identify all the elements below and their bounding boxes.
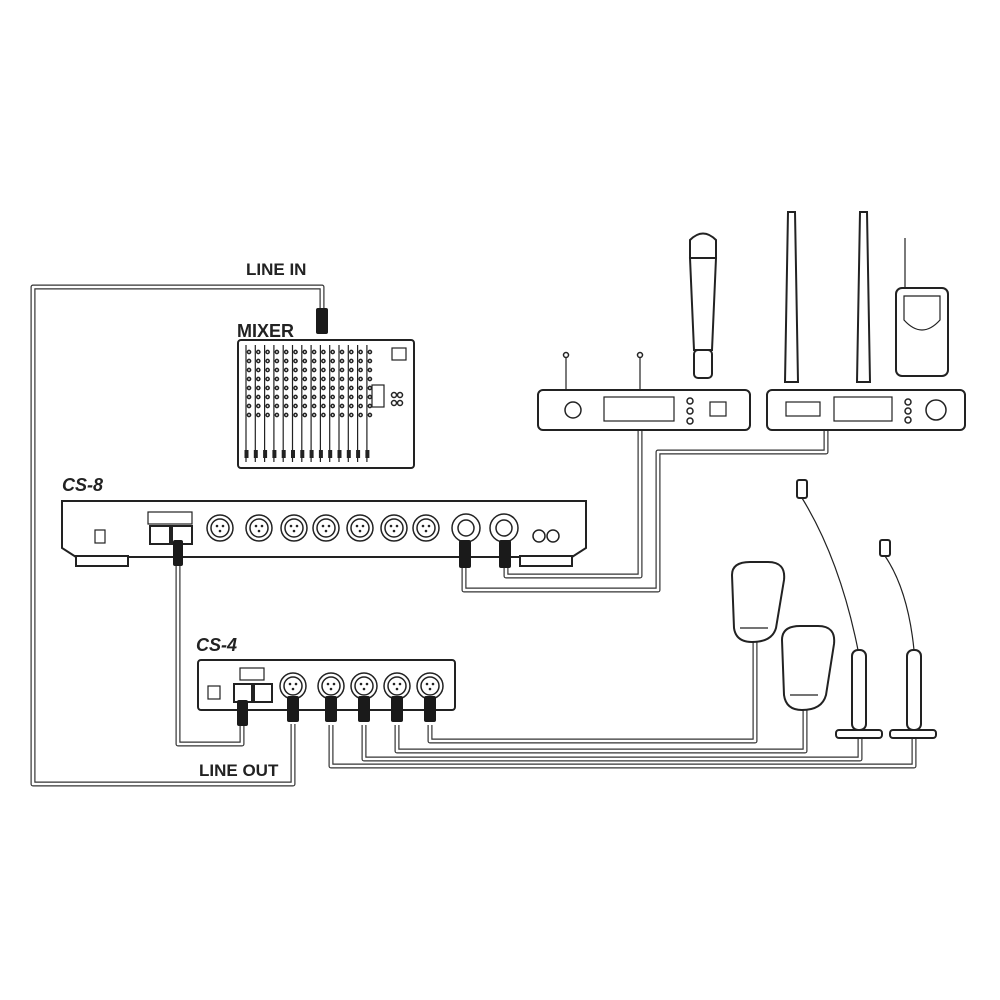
wireless-receiver-1 bbox=[537, 351, 751, 431]
xlr-plug bbox=[391, 696, 403, 722]
mixer-channel-strips bbox=[244, 345, 373, 462]
cable-gooseneck-2 bbox=[328, 725, 917, 769]
mixer-channel-strip bbox=[244, 345, 252, 462]
xlr-connector-icon bbox=[280, 514, 308, 542]
xlr-connector-icon bbox=[380, 514, 408, 542]
antenna-icon bbox=[855, 211, 872, 383]
xlr-plug bbox=[358, 696, 370, 722]
antenna-icon bbox=[783, 211, 800, 383]
xlr-plug bbox=[424, 696, 436, 722]
cs8-combo-plug-2 bbox=[499, 540, 511, 568]
xlr-connector-icon bbox=[312, 514, 340, 542]
cable-receiver2-cs8 bbox=[461, 430, 829, 593]
xlr-connector-icon bbox=[412, 514, 440, 542]
xlr-connector-icon bbox=[317, 672, 345, 722]
cs4-unit bbox=[197, 659, 456, 726]
cs8-link-plug bbox=[173, 540, 183, 566]
cs8-unit bbox=[61, 500, 587, 568]
xlr-plug bbox=[325, 696, 337, 722]
mixer-channel-strip bbox=[309, 345, 317, 462]
boundary-microphone-icon bbox=[780, 625, 836, 712]
cs4-xlr-inputs bbox=[279, 672, 444, 722]
line-in-label: LINE IN bbox=[246, 260, 306, 279]
xlr-connector-icon bbox=[383, 672, 411, 722]
xlr-connector-icon bbox=[350, 672, 378, 722]
wireless-receiver-2 bbox=[766, 211, 966, 431]
mixer-channel-strip bbox=[346, 345, 354, 462]
cable-gooseneck-1 bbox=[361, 725, 863, 762]
mixer-channel-strip bbox=[281, 345, 289, 462]
mixer-channel-strip bbox=[253, 345, 261, 462]
mixer-channel-strip bbox=[328, 345, 336, 462]
cs8-xlr-inputs bbox=[206, 514, 440, 542]
mixer-channel-strip bbox=[291, 345, 298, 462]
mixer-channel-strip bbox=[337, 345, 345, 462]
mixer-channel-strip bbox=[300, 345, 308, 462]
cs8-label: CS-8 bbox=[62, 475, 103, 495]
mixer-label: MIXER bbox=[237, 321, 294, 341]
cable-boundary-mic-2 bbox=[394, 705, 808, 754]
mixer bbox=[237, 308, 415, 469]
cable-line-in-out bbox=[30, 284, 325, 787]
cables bbox=[30, 284, 917, 787]
cable-receiver1-cs8 bbox=[503, 430, 643, 579]
mixer-channel-strip bbox=[356, 345, 363, 462]
xlr-connector-icon bbox=[245, 514, 273, 542]
boundary-microphone-icon bbox=[730, 561, 786, 644]
cable-cs8-cs4-link bbox=[175, 565, 245, 747]
cs4-link-plug bbox=[237, 700, 248, 726]
cs8-combo-plug-1 bbox=[459, 540, 471, 568]
xlr-connector-icon bbox=[346, 514, 374, 542]
line-out-label: LINE OUT bbox=[199, 761, 279, 780]
gooseneck-microphone-icon bbox=[796, 479, 883, 739]
mixer-channel-strip bbox=[263, 345, 270, 462]
cs4-label: CS-4 bbox=[196, 635, 237, 655]
xlr-connector-icon bbox=[416, 672, 444, 722]
bodypack-transmitter-icon bbox=[895, 238, 949, 377]
mixer-channel-strip bbox=[318, 345, 326, 462]
gooseneck-microphone-icon bbox=[879, 539, 937, 739]
xlr-plug bbox=[287, 696, 299, 722]
xlr-connector-icon bbox=[279, 672, 307, 722]
receiver1-logo-icon bbox=[564, 401, 582, 419]
xlr-connector-icon bbox=[206, 514, 234, 542]
line-in-plug bbox=[316, 308, 328, 334]
handheld-microphone-icon bbox=[688, 232, 718, 379]
mixer-channel-strip bbox=[272, 345, 280, 462]
cable-boundary-mic-1 bbox=[427, 640, 758, 744]
